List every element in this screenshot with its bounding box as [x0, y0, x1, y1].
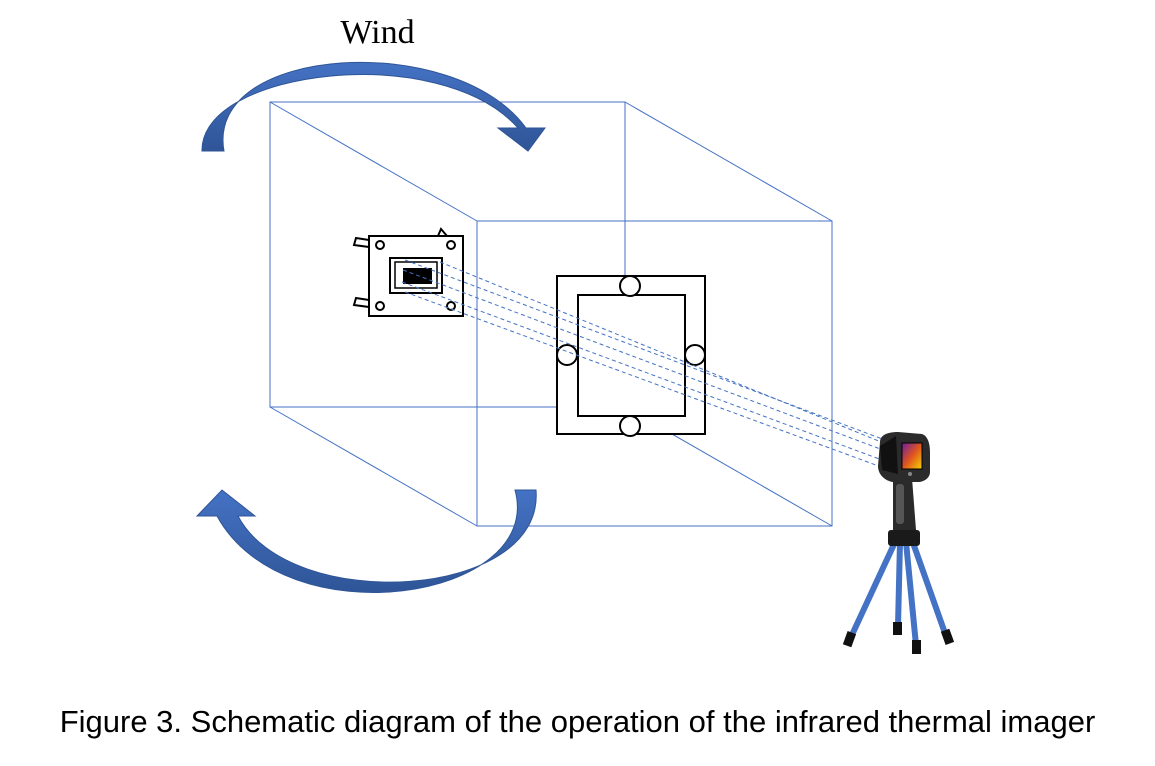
wind-tunnel-box	[269, 101, 833, 527]
box-edge	[624, 101, 833, 222]
wind-arrow-bottom	[195, 489, 537, 593]
thermal-screen	[902, 443, 922, 469]
wind-label: Wind	[340, 14, 415, 51]
heat-element	[403, 268, 432, 284]
box-edge	[269, 101, 478, 222]
box-edge	[269, 406, 478, 527]
sight-lines	[401, 259, 887, 469]
thermal-imager-icon	[878, 432, 930, 546]
tripod-feet	[842, 622, 955, 654]
observation-window	[556, 275, 706, 437]
figure-caption: Figure 3. Schematic diagram of the opera…	[59, 704, 1096, 739]
wind-arrow-top	[201, 61, 546, 152]
specimen	[352, 227, 464, 317]
tripod-icon	[848, 537, 949, 648]
